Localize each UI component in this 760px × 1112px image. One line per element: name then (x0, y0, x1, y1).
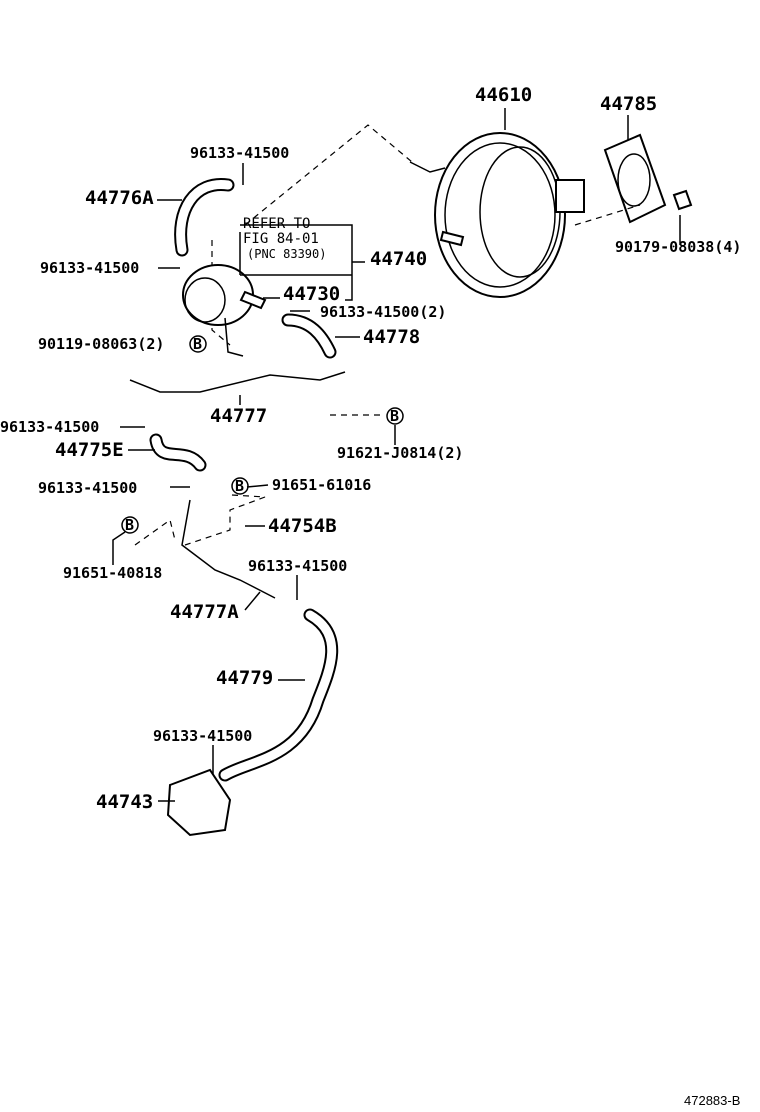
vacuum-pump-drawing (182, 264, 267, 357)
reference-note: FIG 84-01 (243, 231, 319, 247)
ref-line (211, 240, 231, 346)
part-label: 96133-41500 (248, 557, 347, 575)
part-label: 96133-41500 (38, 479, 137, 497)
svg-text:B: B (235, 477, 244, 495)
part-label: 44777 (210, 405, 267, 427)
part-label: 44775E (55, 439, 124, 461)
reference-note: (PNC 83390) (247, 247, 326, 261)
part-label: 44743 (96, 791, 153, 813)
svg-text:B: B (390, 407, 399, 425)
part-label: 44778 (363, 326, 420, 348)
part-label: 91651-40818 (63, 564, 162, 582)
part-label: 96133-41500 (40, 259, 139, 277)
part-label: 96133-41500 (190, 144, 289, 162)
part-label: 96133-41500 (0, 418, 99, 436)
ref-line (184, 494, 266, 546)
part-label: 44730 (283, 283, 340, 305)
part-label: 44754B (268, 515, 337, 537)
marker-b: B (231, 477, 249, 495)
hoses-drawing (129, 177, 346, 782)
svg-text:B: B (125, 516, 134, 534)
ref-line (134, 518, 176, 546)
reservoir-tank-drawing (166, 768, 232, 837)
part-label: 90119-08063(2) (38, 335, 164, 353)
part-label: 91621-J0814(2) (337, 444, 463, 462)
gasket-drawing (603, 133, 693, 224)
part-label: 90179-08038(4) (615, 238, 741, 256)
part-label: 44779 (216, 667, 273, 689)
part-label: 91651-61016 (272, 476, 371, 494)
marker-b: B (121, 516, 139, 534)
part-label: 44610 (475, 84, 532, 106)
marker-b: B (386, 407, 404, 425)
ref-line (244, 124, 413, 226)
reference-note: REFER TO (243, 216, 310, 232)
figure-id: 472883-B (684, 1093, 740, 1108)
ref-line (574, 204, 641, 226)
part-label: 96133-41500 (153, 727, 252, 745)
part-label: 44740 (370, 248, 427, 270)
part-label: 44776A (85, 187, 154, 209)
marker-b: B (189, 335, 207, 353)
part-label: 44777A (170, 601, 239, 623)
leader-lines (112, 108, 681, 802)
svg-text:B: B (193, 335, 202, 353)
part-label: 96133-41500(2) (320, 303, 446, 321)
brake-booster-drawing (409, 132, 585, 298)
part-label: 44785 (600, 93, 657, 115)
